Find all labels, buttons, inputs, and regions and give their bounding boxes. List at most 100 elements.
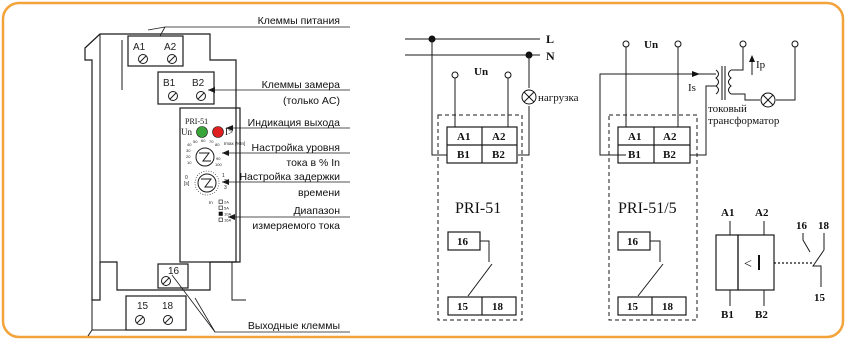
label-L: L [546, 32, 554, 46]
lamp-icon [521, 89, 537, 105]
device-drawing: A1 A2 B1 B2 PRI-51 Un I> 40 50 60 70 80 … [84, 33, 246, 337]
dial1-tick: 70 [209, 139, 214, 144]
callout-level: Настройка уровня [252, 142, 340, 154]
terminal-circle-icon [622, 40, 630, 48]
box-b1-label: B1 [457, 149, 470, 161]
terminal-b2-label: B2 [192, 78, 205, 89]
symbol-18: 18 [818, 220, 830, 232]
contact2-15-label: 15 [627, 301, 639, 313]
dial2-tick: 0 [185, 175, 188, 181]
range-switch-icon [218, 199, 223, 204]
delay-dial-icon [194, 170, 220, 196]
dial2-tick: 1 [222, 173, 225, 179]
callout-range: Диапазон [293, 205, 340, 217]
terminal-circle-icon [739, 40, 747, 48]
symbol-mark: < [744, 257, 752, 272]
contact2-18-label: 18 [662, 301, 674, 313]
symbol-b2: B2 [755, 309, 768, 321]
diagram2-model: PRI-51/5 [618, 200, 677, 217]
terminal-block-a [127, 35, 184, 67]
ct-label-1: токовый [708, 103, 747, 115]
led-green-icon [196, 126, 208, 138]
screw-icon [135, 315, 173, 325]
symbol-a2: A2 [755, 207, 769, 219]
range-value: 16A [224, 218, 231, 223]
contact2-16-label: 16 [627, 236, 639, 248]
terminal-15-label: 15 [137, 301, 149, 312]
symbol-a1: A1 [721, 207, 734, 219]
dial1-tick: 100 [215, 162, 222, 167]
terminal-a2-label: A2 [164, 42, 177, 53]
imax-label: Imax [%In] [224, 141, 245, 146]
box2-b1-label: B1 [628, 149, 641, 161]
terminal-block-16 [157, 263, 189, 289]
terminal-b1-label: B1 [163, 78, 176, 89]
dial1-tick: 10 [187, 160, 192, 165]
terminal-18-label: 18 [162, 301, 174, 312]
terminal-circle-icon [451, 71, 459, 79]
wiring-diagram-pri51: L N Un нагрузка A1 A2 B1 B2 PRI-51 16 [405, 32, 579, 321]
callout-delay: Настройка задержки [239, 171, 340, 183]
range-value: 10A [224, 212, 231, 217]
box2-a2-label: A2 [663, 131, 677, 143]
contact-18-label: 18 [492, 301, 504, 313]
callout-level-unit: тока в % In [286, 157, 340, 169]
callouts: Клеммы питания Клеммы замера (только AC)… [147, 15, 350, 333]
range-prefix: In [209, 200, 213, 205]
terminal-circle-icon [674, 40, 682, 48]
ip-label: Ip [756, 59, 766, 71]
range-switch-icon [218, 211, 223, 216]
box-b2-label: B2 [492, 149, 505, 161]
range-switch-icon [218, 205, 223, 210]
range-value: 5A [224, 206, 229, 211]
t-label: [s] [184, 181, 190, 187]
box2-b2-label: B2 [663, 149, 676, 161]
range-switch-icon [218, 217, 223, 222]
lamp-icon [760, 92, 776, 108]
ct-label-2: трансформатор [708, 115, 780, 127]
dial1-tick: 80 [215, 142, 220, 147]
terminal-16-label: 16 [168, 266, 180, 277]
dial1-tick: 50 [193, 139, 198, 144]
relay-symbol: A1 A2 B1 B2 < 16 18 15 [715, 207, 830, 321]
panel-i-label: I> [225, 127, 233, 137]
front-panel [179, 107, 237, 263]
callout-indication: Индикация выхода [248, 117, 340, 129]
current-transformer-icon [715, 66, 732, 100]
dial1-tick: 20 [186, 154, 191, 159]
un-label: Un [474, 66, 488, 78]
level-dial-icon [195, 147, 215, 167]
callout-delay-unit: времени [298, 187, 340, 199]
box-a1-label: A1 [457, 131, 470, 143]
contact-switch-2 [637, 263, 664, 297]
panel-model-label: PRI-51 [185, 117, 208, 126]
contact-16-label: 16 [457, 236, 469, 248]
terminal-circle-icon [504, 71, 512, 79]
contact-15-label: 15 [457, 301, 469, 313]
screw-icon [168, 91, 206, 101]
device-box-2 [608, 114, 698, 321]
panel-un-label: Un [181, 127, 192, 137]
terminal-circle-icon [791, 40, 799, 48]
dial1-tick: 60 [201, 138, 206, 143]
load-label: нагрузка [538, 92, 579, 104]
contact-switch [467, 263, 493, 297]
box-a2-label: A2 [492, 131, 506, 143]
screw-icon [138, 54, 177, 64]
dial1-tick: 90 [216, 156, 221, 161]
callout-power: Клеммы питания [258, 15, 340, 27]
led-red-icon [212, 126, 224, 138]
device-box [437, 114, 523, 321]
wiring-diagram-pri51-5: Un Is Ip токовый трансформатор [599, 39, 799, 321]
dial2-tick: 3 [224, 185, 227, 191]
terminal-block-15-18 [125, 295, 187, 331]
callout-measure-note: (только AC) [283, 95, 340, 107]
un-label-2: Un [644, 39, 658, 51]
symbol-16: 16 [796, 220, 808, 232]
dial1-tick: 30 [186, 148, 191, 153]
box2-a1-label: A1 [628, 131, 641, 143]
diagram1-model: PRI-51 [455, 200, 501, 217]
